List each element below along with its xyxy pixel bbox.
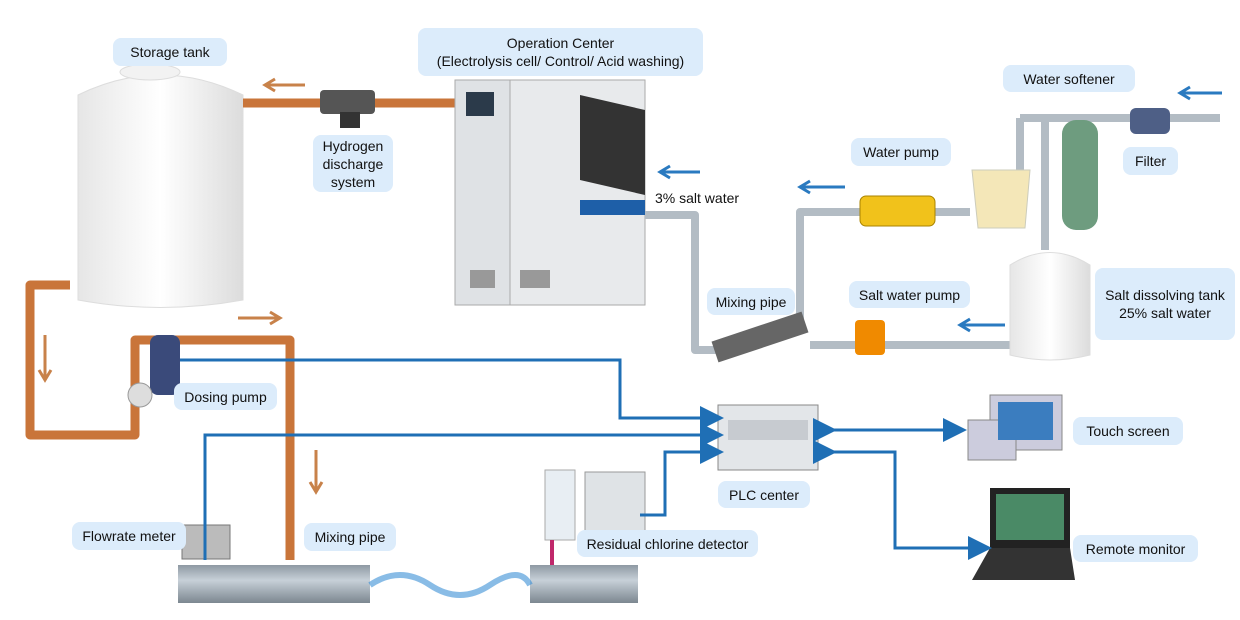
salt-dissolving-tank [1009,252,1091,361]
mixing-pipe-lower-label: Mixing pipe [304,523,396,551]
touch-screen-label: Touch screen [1073,417,1183,445]
water-softener-label: Water softener [1003,65,1135,92]
water-pump-label: Water pump [851,138,951,166]
brine-container [971,169,1031,229]
water-softener-device [1062,120,1098,230]
salt-dissolving-tank-label: Salt dissolving tank 25% salt water [1095,268,1235,340]
mixing-pipe-upper-label: Mixing pipe [707,288,795,315]
arrow-left-icon [797,179,845,195]
remote-monitor-label: Remote monitor [1073,535,1198,562]
flow-arrows [37,77,1222,495]
plc-device [717,404,819,471]
touch-screen-device [967,394,1063,461]
arrow-down-icon [308,450,324,495]
signal-wires [180,358,992,560]
water-pump-device [859,195,936,227]
flowrate-meter-label: Flowrate meter [72,522,186,550]
salt-water-3-text: 3% salt water [655,190,740,206]
residual-chlorine-detector-label: Residual chlorine detector [577,530,758,557]
dosing-pump-label: Dosing pump [174,383,277,410]
remote-monitor-device [972,488,1075,580]
arrow-right-icon [238,310,283,326]
chlorine-detector-device [544,469,646,565]
hydrogen-discharge-label: Hydrogen discharge system [313,135,393,192]
arrow-left-icon [657,164,700,180]
salt-water-pump-label: Salt water pump [849,281,970,308]
operation-center-label: Operation Center (Electrolysis cell/ Con… [418,28,703,76]
arrow-left-icon [1177,85,1222,101]
storage-tank-label: Storage tank [113,38,227,66]
operation-center-machine [454,79,646,306]
salt-water-pump-device [855,320,885,355]
mixing-pipe-upper [711,311,809,363]
arrow-left-icon [262,77,305,93]
dosing-pump-device [127,335,180,408]
arrow-down-icon [37,335,53,383]
main-pipeline [178,565,638,603]
arrow-left-icon [957,317,1005,333]
filter-label: Filter [1123,147,1178,175]
filter-device [1130,108,1170,134]
plc-center-label: PLC center [718,481,810,508]
hydrogen-discharge-valve [320,90,375,128]
storage-tank [77,63,244,308]
